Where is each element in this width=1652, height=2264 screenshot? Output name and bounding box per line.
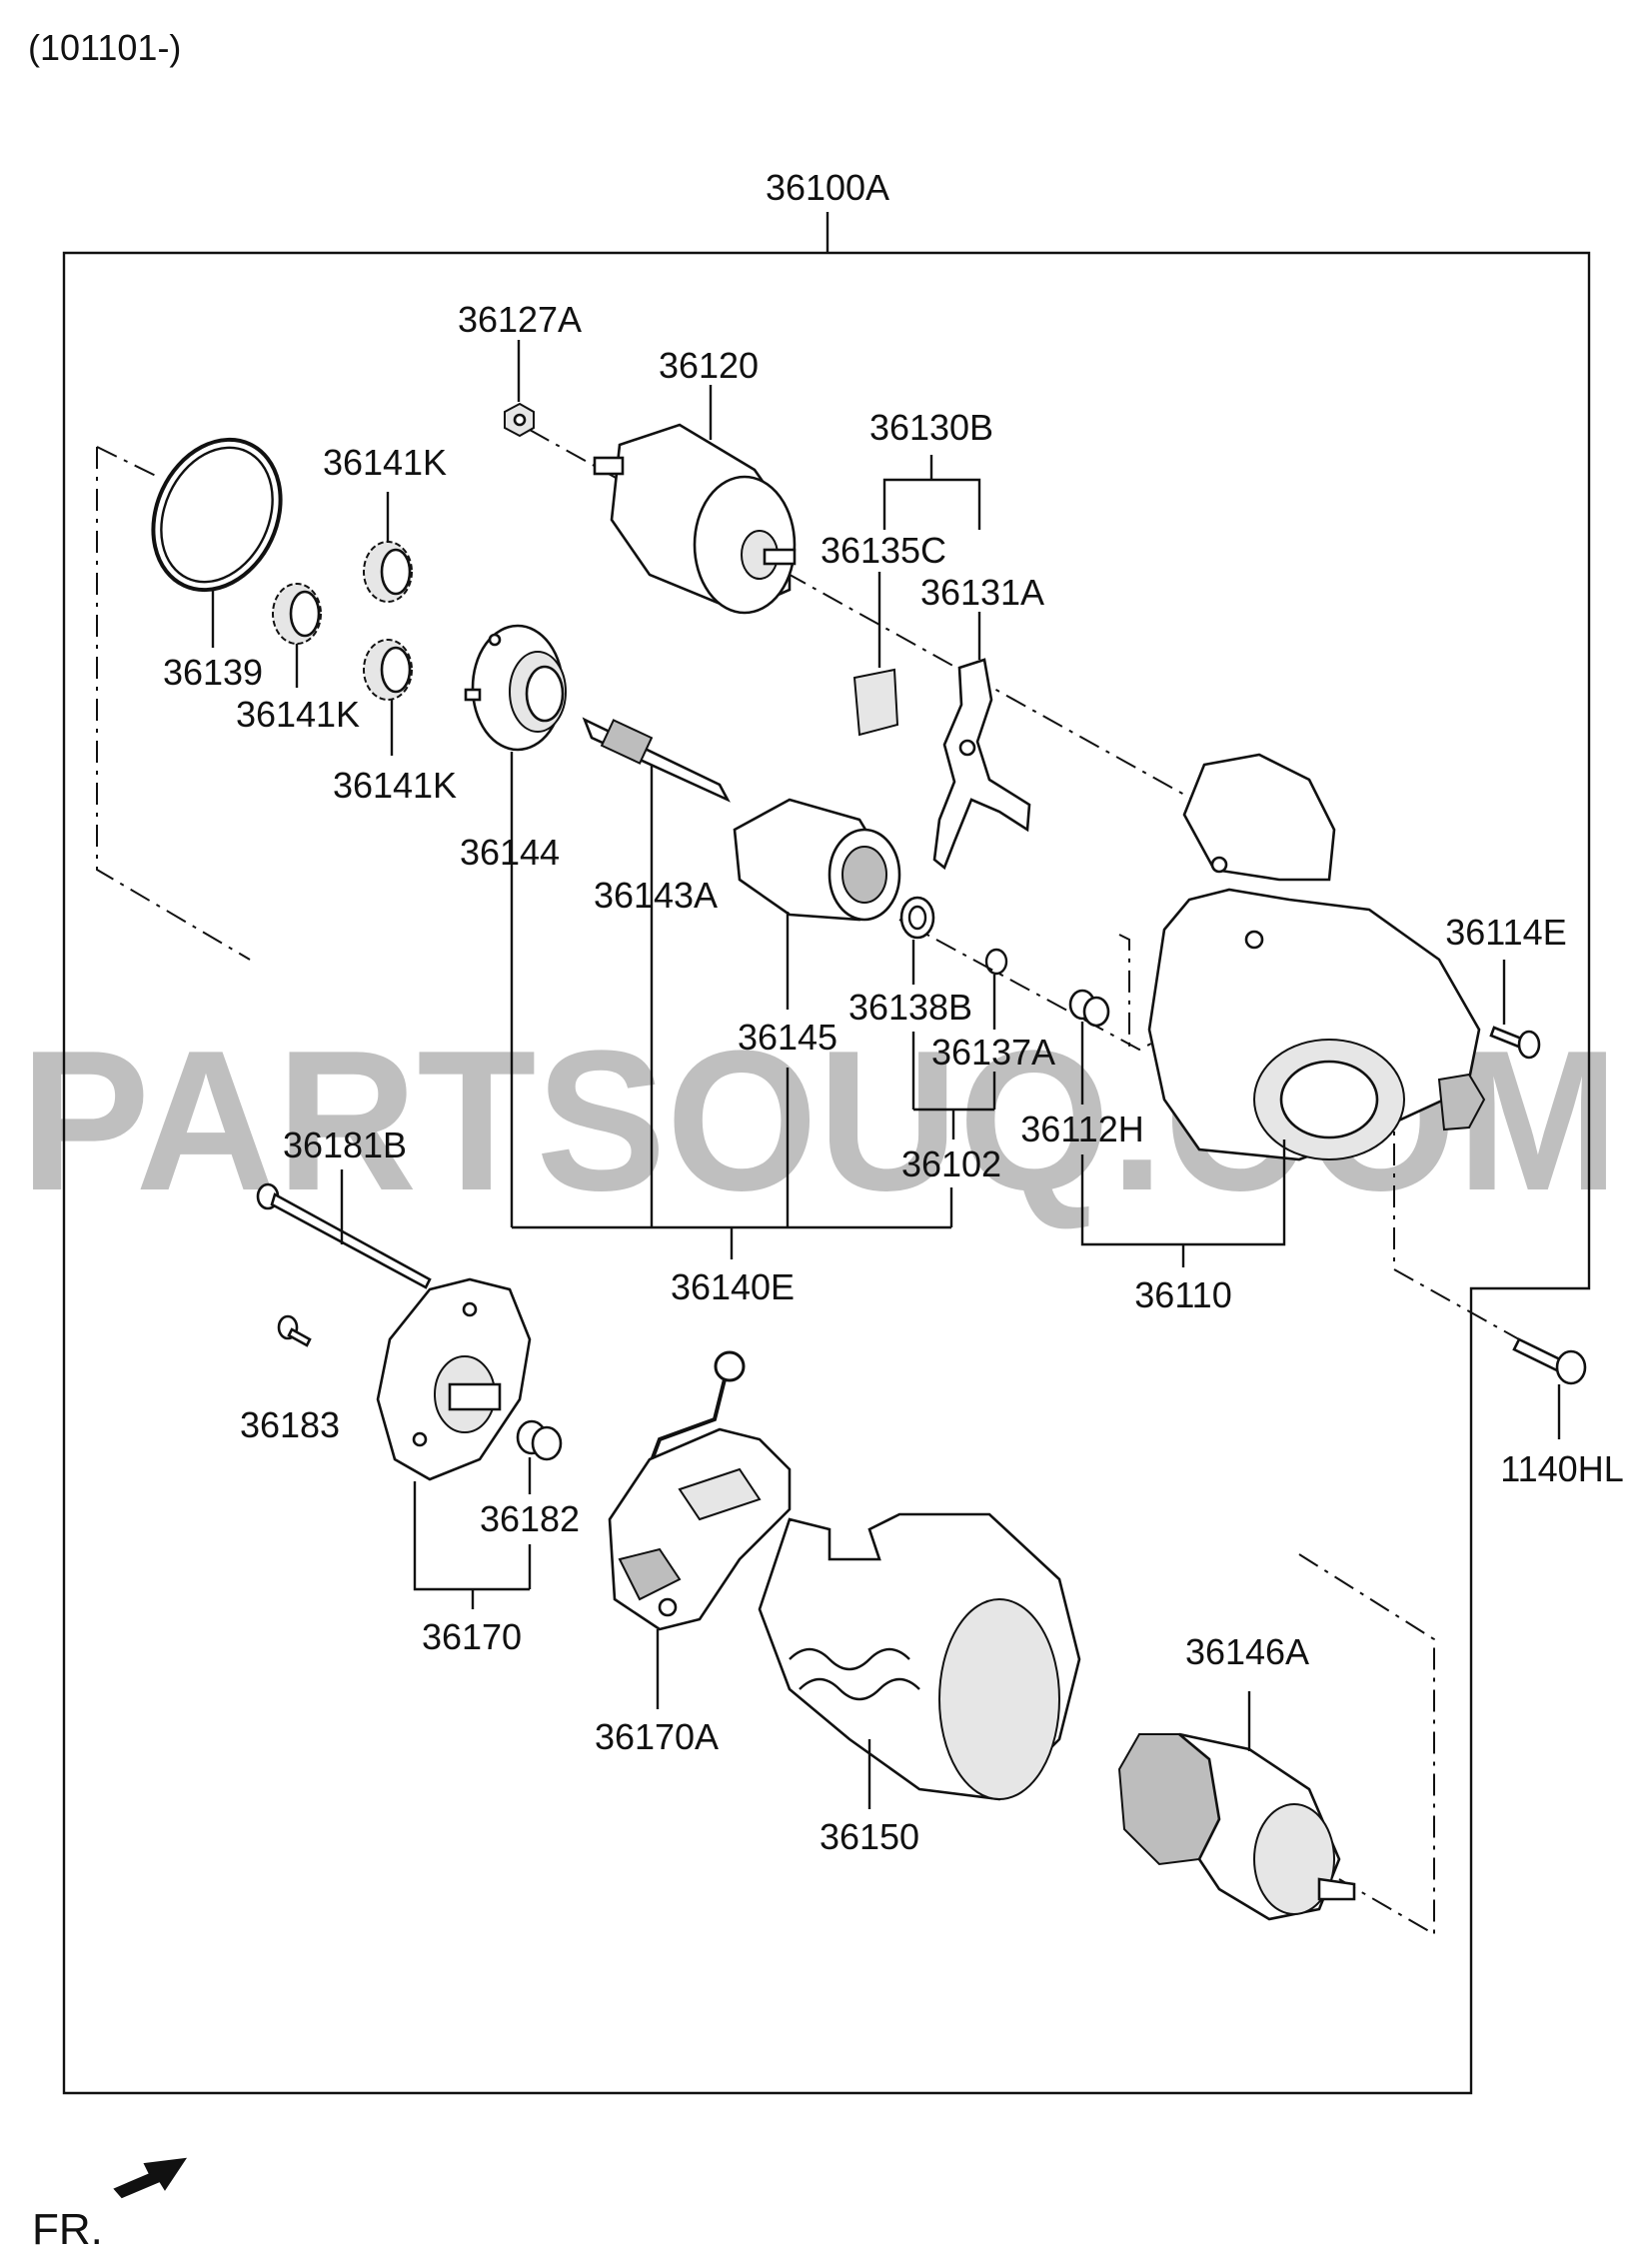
- label-36112H: 36112H: [1020, 1109, 1143, 1149]
- clutch-pinion-icon: [733, 798, 901, 922]
- bolt-icon: [1489, 1026, 1541, 1060]
- range-label: (101101-): [28, 27, 181, 68]
- label-36137A: 36137A: [931, 1032, 1055, 1073]
- pinion-gear-icon: [272, 583, 322, 645]
- label-36141K-top: 36141K: [323, 442, 447, 483]
- through-bolt-icon: [256, 1182, 432, 1289]
- label-36120: 36120: [659, 345, 759, 386]
- solenoid-icon: [593, 423, 797, 615]
- nut-icon: [504, 402, 535, 438]
- label-36170: 36170: [422, 1616, 522, 1657]
- front-label: FR.: [32, 2205, 103, 2254]
- rear-cover-icon: [376, 1277, 532, 1481]
- axis-bolt: [1393, 1060, 1520, 1340]
- label-36150: 36150: [820, 1816, 919, 1857]
- label-36145: 36145: [738, 1017, 837, 1058]
- label-36181B: 36181B: [283, 1125, 407, 1165]
- label-36146A: 36146A: [1185, 1631, 1309, 1672]
- label-36144: 36144: [460, 832, 560, 873]
- assembly-frame: [62, 251, 1591, 2095]
- label-36135C: 36135C: [821, 530, 946, 571]
- label-36183: 36183: [240, 1404, 340, 1445]
- label-36110: 36110: [1134, 1274, 1231, 1315]
- o-ring-icon: [151, 437, 283, 593]
- shift-lever-icon: [932, 658, 1031, 871]
- label-1140HL: 1140HL: [1500, 1448, 1623, 1489]
- axis-left: [96, 447, 251, 961]
- axis-pinion: [898, 919, 1200, 1052]
- label-36131A: 36131A: [920, 572, 1044, 613]
- label-36114E: 36114E: [1445, 912, 1566, 953]
- axis-armature: [1298, 1553, 1435, 1936]
- shaft-icon: [582, 717, 731, 803]
- label-36127A: 36127A: [458, 299, 582, 340]
- label-36138B: 36138B: [848, 987, 972, 1028]
- pinion-gear-icon: [363, 541, 413, 603]
- yoke-icon: [758, 1512, 1081, 1801]
- washer-icon: [899, 896, 935, 940]
- bolt-icon: [1512, 1337, 1587, 1385]
- label-36182: 36182: [480, 1498, 580, 1539]
- label-36100A: 36100A: [766, 167, 889, 208]
- label-36139: 36139: [163, 652, 263, 693]
- pinion-gear-icon: [363, 639, 413, 701]
- snap-ring-icon: [984, 948, 1008, 976]
- reduction-housing-icon: [464, 624, 567, 752]
- label-36102: 36102: [901, 1143, 1001, 1184]
- bushing-icon: [1068, 989, 1110, 1028]
- front-housing-icon: [1147, 753, 1486, 1161]
- label-36170A: 36170A: [595, 1716, 719, 1757]
- label-36140E: 36140E: [671, 1266, 795, 1307]
- armature-icon: [1117, 1732, 1356, 1921]
- bolt-icon: [277, 1314, 312, 1347]
- brush-holder-icon: [608, 1350, 792, 1631]
- arrow-icon: [113, 2157, 188, 2199]
- label-36141K-bottom: 36141K: [333, 765, 457, 806]
- bushing-icon: [516, 1419, 563, 1461]
- label-36130B: 36130B: [869, 407, 993, 448]
- label-36143A: 36143A: [594, 875, 718, 916]
- label-36141K-mid: 36141K: [236, 694, 360, 735]
- gasket-plate-icon: [852, 668, 899, 737]
